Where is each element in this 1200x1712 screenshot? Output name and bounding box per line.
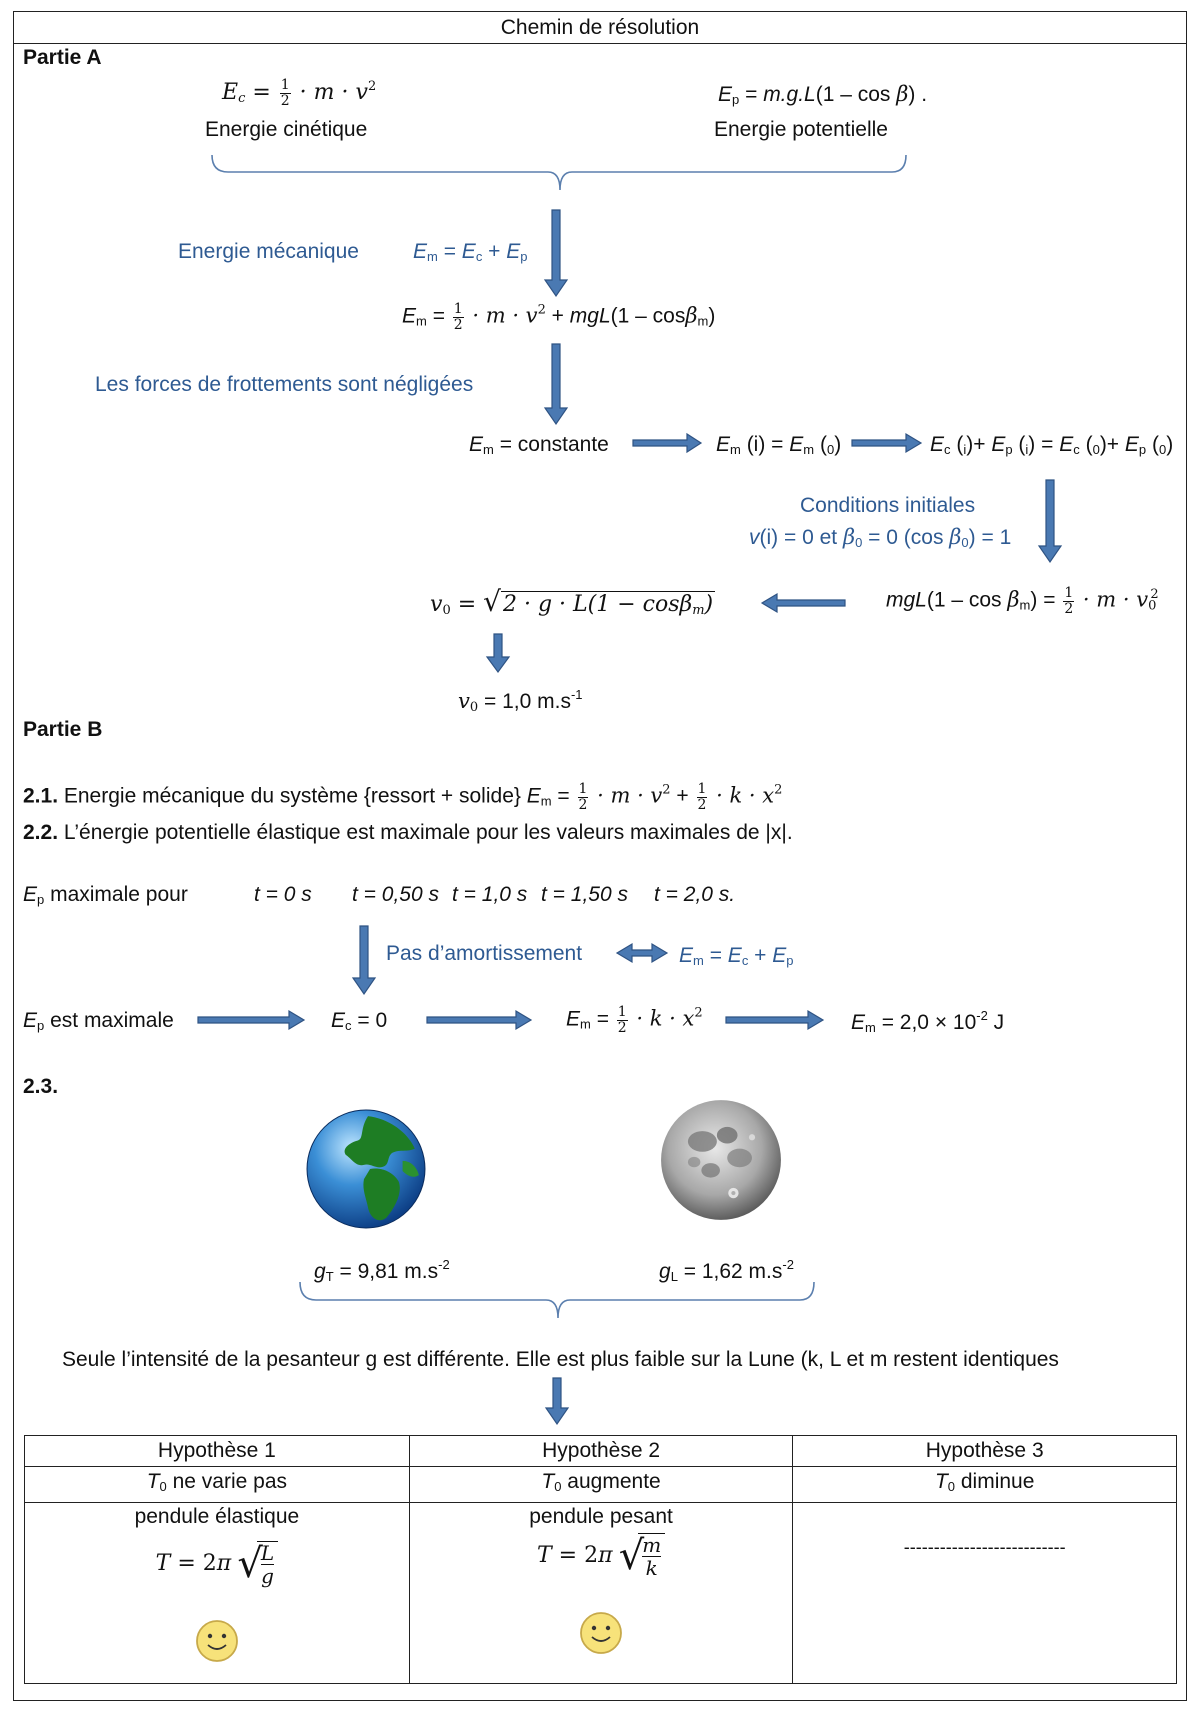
hypotheses-table: Hypothèse 1 Hypothèse 2 Hypothèse 3 T0 n… (24, 1435, 1177, 1684)
hypothesis-1-claim: T0 ne varie pas (25, 1467, 410, 1503)
arrow-right-3 (198, 1011, 304, 1029)
ep-is-max-text: est maximale (50, 1009, 174, 1032)
conclusion-text: Seule l’intensité de la pesanteur g est … (62, 1348, 1059, 1372)
hypothesis-2-claim: T0 augmente (409, 1467, 793, 1503)
arrow-right-2 (852, 434, 921, 452)
v0-formula: v0 = √2 · g · L(1 − cosβm) (430, 586, 715, 619)
q22-number: 2.2. (23, 821, 58, 844)
smiley-icon (195, 1619, 239, 1663)
smiley-icon (579, 1611, 623, 1655)
em-constant: Em = constante (469, 433, 609, 458)
mech-energy-formula: Em = Ec + Ep (413, 240, 528, 265)
energy-balance: Ec (i)+ Ep (i) = Ec (0)+ Ep (0) (930, 433, 1173, 458)
arrow-down-4 (487, 634, 509, 672)
q22-text: L’énergie potentielle élastique est maxi… (64, 821, 793, 844)
moon-icon (659, 1098, 783, 1222)
g-earth: gT = 9,81 m.s-2 (314, 1258, 450, 1285)
time-3: t = 1,50 s (541, 883, 628, 907)
ep-is-max: Ep est maximale (23, 1009, 174, 1034)
arrow-left-1 (762, 594, 845, 612)
hypothesis-1-pendulum: pendule élastique (25, 1503, 409, 1529)
partA-heading: Partie A (23, 46, 102, 70)
arrow-down-2 (545, 344, 567, 424)
arrow-right-1 (633, 434, 701, 452)
time-4: t = 2,0 s. (654, 883, 735, 907)
partB-heading: Partie B (23, 718, 102, 742)
em-sum-formula-b: Em = Ec + Ep (679, 944, 794, 969)
arrow-down-6 (546, 1378, 568, 1424)
question-2-2: 2.2. L’énergie potentielle élastique est… (23, 821, 793, 845)
brace-partA (212, 155, 906, 190)
arrow-double-1 (617, 944, 667, 962)
brace-planets (300, 1282, 814, 1318)
em-value: Em = 2,0 × 10-2 J (851, 1009, 1004, 1036)
q21-number: 2.1. (23, 785, 58, 808)
ep-formula: Ep = m.g.L(1 – cos β) . (718, 82, 927, 108)
ep-max-label: maximale pour (50, 883, 188, 906)
arrow-right-5 (726, 1011, 823, 1029)
hypothesis-3-title: Hypothèse 3 (793, 1436, 1177, 1467)
em-initial-equals-origin: Em (i) = Em (0) (716, 433, 841, 458)
time-0: t = 0 s (254, 883, 312, 907)
arrow-down-1 (545, 210, 567, 296)
question-2-1: 2.1. Energie mécanique du système {resso… (23, 782, 782, 812)
initial-conditions-detail: v(i) = 0 et β0 = 0 (cos β0) = 1 (749, 525, 1011, 551)
time-1: t = 0,50 s (352, 883, 439, 907)
ec-label: Energie cinétique (205, 118, 367, 142)
hypothesis-1-title: Hypothèse 1 (25, 1436, 410, 1467)
hypothesis-3-formula: --------------------------- (793, 1537, 1176, 1558)
arrow-right-4 (427, 1011, 531, 1029)
friction-note: Les forces de frottements sont négligées (95, 373, 473, 397)
initial-conditions-title: Conditions initiales (800, 494, 975, 518)
earth-icon (305, 1108, 427, 1230)
mech-energy-label: Energie mécanique (178, 240, 359, 264)
hypothesis-2-pendulum: pendule pesant (410, 1503, 793, 1529)
hypothesis-3-detail: --------------------------- (793, 1503, 1177, 1684)
ep-label: Energie potentielle (714, 118, 888, 142)
ec-zero-text: = 0 (357, 1009, 387, 1032)
arrow-down-5 (353, 926, 375, 994)
q21-text: Energie mécanique du système {ressort + … (64, 785, 521, 808)
v0-result: v0 = 1,0 m.s-1 (458, 688, 583, 716)
hypothesis-2-title: Hypothèse 2 (409, 1436, 793, 1467)
no-damping-label: Pas d’amortissement (386, 942, 582, 966)
g-moon: gL = 1,62 m.s-2 (659, 1258, 794, 1285)
ep-max-line: Ep maximale pour (23, 883, 188, 908)
time-2: t = 1,0 s (452, 883, 527, 907)
ec-zero: Ec = 0 (331, 1009, 387, 1034)
question-2-3: 2.3. (23, 1075, 58, 1099)
hypothesis-3-claim: T0 diminue (793, 1467, 1177, 1503)
arrow-down-3 (1039, 480, 1061, 562)
